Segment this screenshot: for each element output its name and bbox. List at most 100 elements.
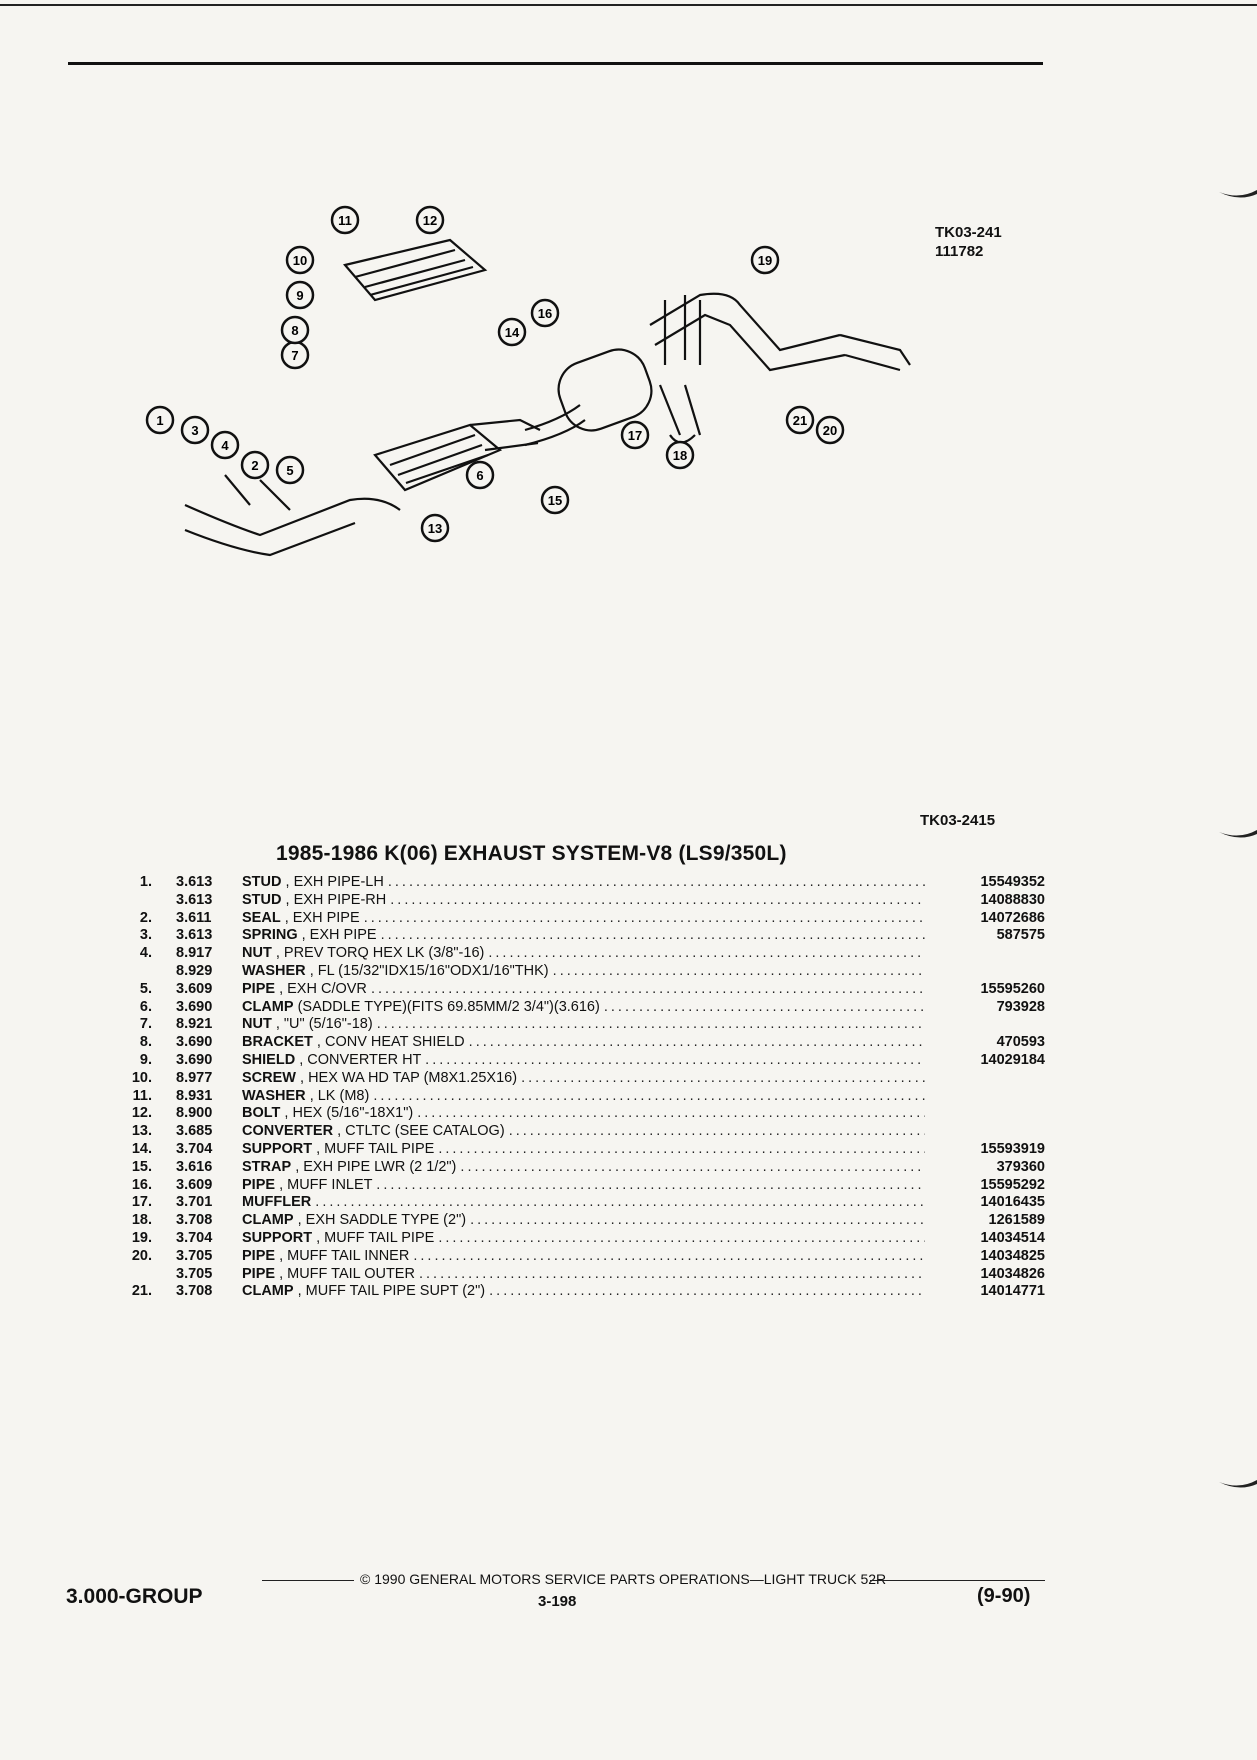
leader-dots: ........................................… xyxy=(603,998,925,1015)
part-group: 8.929 xyxy=(176,962,213,979)
callout-15: 15 xyxy=(540,485,570,515)
part-catalog-number: 379360 xyxy=(996,1158,1045,1175)
part-description: WASHER , LK (M8) .......................… xyxy=(242,1088,925,1106)
part-name: SCREW xyxy=(242,1069,296,1086)
binder-mark xyxy=(1219,830,1257,838)
leader-dots: ........................................… xyxy=(438,1140,925,1157)
part-group: 3.690 xyxy=(176,1034,213,1051)
callout-7: 7 xyxy=(280,340,310,370)
callout-label: 9 xyxy=(296,288,303,303)
part-number: 16. xyxy=(131,1176,152,1193)
part-group: 3.613 xyxy=(176,927,213,944)
part-name: NUT xyxy=(242,1016,272,1033)
footer-group: 3.000-GROUP xyxy=(66,1585,203,1608)
binder-mark xyxy=(1219,1480,1257,1488)
part-description: MUFFLER ................................… xyxy=(242,1194,925,1212)
part-name: SEAL xyxy=(242,909,281,926)
part-description: CLAMP , MUFF TAIL PIPE SUPT (2") .......… xyxy=(242,1283,925,1301)
part-detail: , MUFF TAIL PIPE SUPT (2") xyxy=(297,1283,486,1300)
leader-dots: ........................................… xyxy=(468,1034,925,1051)
figure-code-a: TK03-241 111782 xyxy=(935,223,1002,261)
leader-dots: ........................................… xyxy=(376,1016,925,1033)
part-name: STRAP xyxy=(242,1158,292,1175)
part-catalog-number: 14034514 xyxy=(980,1229,1045,1246)
leader-dots: ........................................… xyxy=(370,980,925,997)
callout-label: 11 xyxy=(338,213,352,228)
part-detail: , EXH PIPE xyxy=(301,927,377,944)
part-catalog-number: 15595292 xyxy=(980,1176,1045,1193)
part-name: CLAMP xyxy=(242,998,294,1015)
callout-label: 12 xyxy=(423,213,437,228)
callout-1: 1 xyxy=(145,405,175,435)
leader-dots: ........................................… xyxy=(470,1212,925,1229)
part-name: CLAMP xyxy=(242,1212,294,1229)
part-detail: , MUFF TAIL PIPE xyxy=(316,1140,435,1157)
part-catalog-number: 14034825 xyxy=(980,1247,1045,1264)
part-name: CLAMP xyxy=(242,1283,294,1300)
page-title: 1985-1986 K(06) EXHAUST SYSTEM-V8 (LS9/3… xyxy=(276,842,787,865)
part-catalog-number: 15549352 xyxy=(980,874,1045,890)
part-group: 3.611 xyxy=(176,909,212,926)
part-detail: , FL (15/32"IDX15/16"ODX1/16"THK) xyxy=(309,962,549,979)
part-description: SPRING , EXH PIPE ......................… xyxy=(242,927,925,945)
part-group: 3.690 xyxy=(176,1051,213,1068)
callout-label: 1 xyxy=(156,413,163,428)
part-number: 15. xyxy=(131,1158,152,1175)
callout-label: 7 xyxy=(291,348,298,363)
part-catalog-number: 793928 xyxy=(996,998,1045,1015)
leader-dots: ........................................… xyxy=(373,1087,925,1104)
part-name: WASHER xyxy=(242,1087,306,1104)
leader-dots: ........................................… xyxy=(418,1265,925,1282)
part-group: 8.917 xyxy=(176,945,213,962)
part-catalog-number: 14029184 xyxy=(980,1051,1045,1068)
part-name: STUD xyxy=(242,874,282,890)
part-detail: , EXH PIPE-RH xyxy=(285,891,387,908)
leader-dots: ........................................… xyxy=(413,1247,925,1264)
part-number: 12. xyxy=(131,1105,152,1122)
callout-10: 10 xyxy=(285,245,315,275)
part-detail: , HEX WA HD TAP (M8X1.25X16) xyxy=(300,1069,518,1086)
part-description: SCREW , HEX WA HD TAP (M8X1.25X16) .....… xyxy=(242,1070,925,1088)
part-catalog-number: 587575 xyxy=(996,927,1045,944)
part-description: PIPE , MUFF TAIL OUTER .................… xyxy=(242,1266,925,1284)
part-name: SHIELD xyxy=(242,1051,296,1068)
part-detail: , EXH C/OVR xyxy=(279,980,367,997)
callout-label: 15 xyxy=(548,493,562,508)
part-number: 4. xyxy=(139,945,152,962)
part-description: STRAP , EXH PIPE LWR (2 1/2") ..........… xyxy=(242,1159,925,1177)
callout-label: 14 xyxy=(505,325,520,340)
part-description: CLAMP (SADDLE TYPE)(FITS 69.85MM/2 3/4")… xyxy=(242,999,925,1017)
leader-dots: ........................................… xyxy=(488,945,925,962)
part-number: 9. xyxy=(139,1051,152,1068)
callout-18: 18 xyxy=(665,440,695,470)
callout-16: 16 xyxy=(530,298,560,328)
part-number: 17. xyxy=(131,1194,152,1211)
leader-dots: ........................................… xyxy=(425,1051,925,1068)
callout-17: 17 xyxy=(620,420,650,450)
leader-dots: ........................................… xyxy=(417,1105,925,1122)
callout-2: 2 xyxy=(240,450,270,480)
part-detail: , MUFF TAIL INNER xyxy=(279,1247,410,1264)
part-number: 19. xyxy=(131,1229,152,1246)
part-group: 3.685 xyxy=(176,1123,213,1140)
part-description: BOLT , HEX (5/16"-18X1") ...............… xyxy=(242,1105,925,1123)
part-group: 3.616 xyxy=(176,1158,213,1175)
leader-dots: ........................................… xyxy=(552,962,925,979)
footer-rule-left xyxy=(262,1580,354,1581)
part-description: PIPE , MUFF TAIL INNER .................… xyxy=(242,1248,925,1266)
part-detail: , LK (M8) xyxy=(309,1087,370,1104)
callout-label: 10 xyxy=(293,253,307,268)
callout-5: 5 xyxy=(275,455,305,485)
part-detail: , MUFF TAIL PIPE xyxy=(316,1229,435,1246)
part-number: 1. xyxy=(139,874,152,890)
